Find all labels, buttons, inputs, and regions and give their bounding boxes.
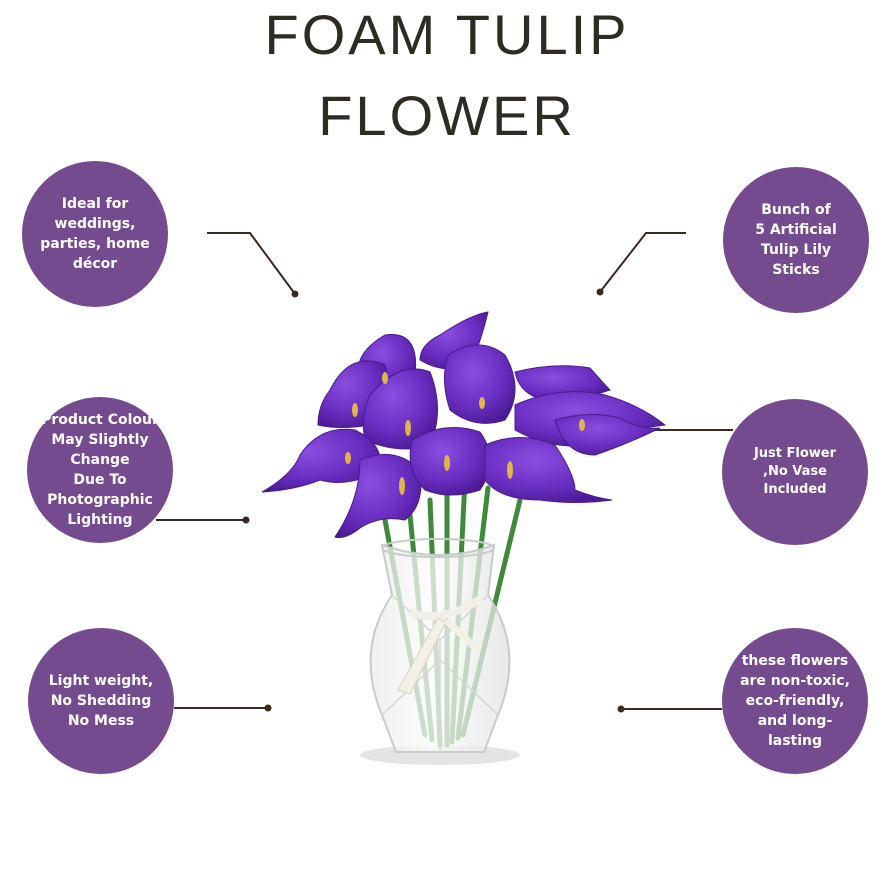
title-line-2: FLOWER — [318, 84, 576, 147]
flower-heads — [261, 311, 667, 539]
ribbon-tail — [397, 617, 447, 695]
connector-lines — [156, 232, 733, 710]
ribbon-tail — [443, 617, 481, 653]
title-line-1: FOAM TULIP — [264, 3, 630, 66]
vase-rim — [381, 538, 495, 558]
feature-bubble-weddings: Ideal for weddings, parties, home décor — [22, 161, 168, 307]
feature-text: Ideal for weddings, parties, home décor — [40, 196, 150, 272]
connector-dot — [291, 290, 299, 298]
feature-bubble-light: Light weight, No Shedding No Mess — [28, 628, 174, 774]
connector-weddings — [207, 232, 296, 295]
feature-bubble-non-toxic: these flowers are non-toxic, eco-friendl… — [722, 628, 868, 774]
feature-text: Product Colour May Slightly Change Due T… — [41, 412, 159, 528]
feature-bubble-colour: Product Colour May Slightly Change Due T… — [27, 397, 173, 543]
feature-text: these flowers are non-toxic, eco-friendl… — [740, 653, 850, 749]
connector-dot — [264, 704, 272, 712]
connector-dot — [596, 288, 604, 296]
feature-bubble-no-vase: Just Flower ,No Vase Included — [722, 399, 868, 545]
feature-text: Bunch of 5 Artificial Tulip Lily Sticks — [755, 202, 837, 278]
ribbon — [408, 594, 485, 621]
feature-text: Light weight, No Shedding No Mess — [48, 673, 154, 729]
feature-bubble-bunch: Bunch of 5 Artificial Tulip Lily Sticks — [723, 167, 869, 313]
feature-text: Just Flower ,No Vase Included — [753, 446, 837, 497]
connector-bunch — [599, 232, 686, 293]
vase-facets — [381, 594, 499, 752]
connector-dot — [617, 705, 625, 713]
connector-dot — [242, 516, 250, 524]
spadices — [345, 372, 585, 495]
